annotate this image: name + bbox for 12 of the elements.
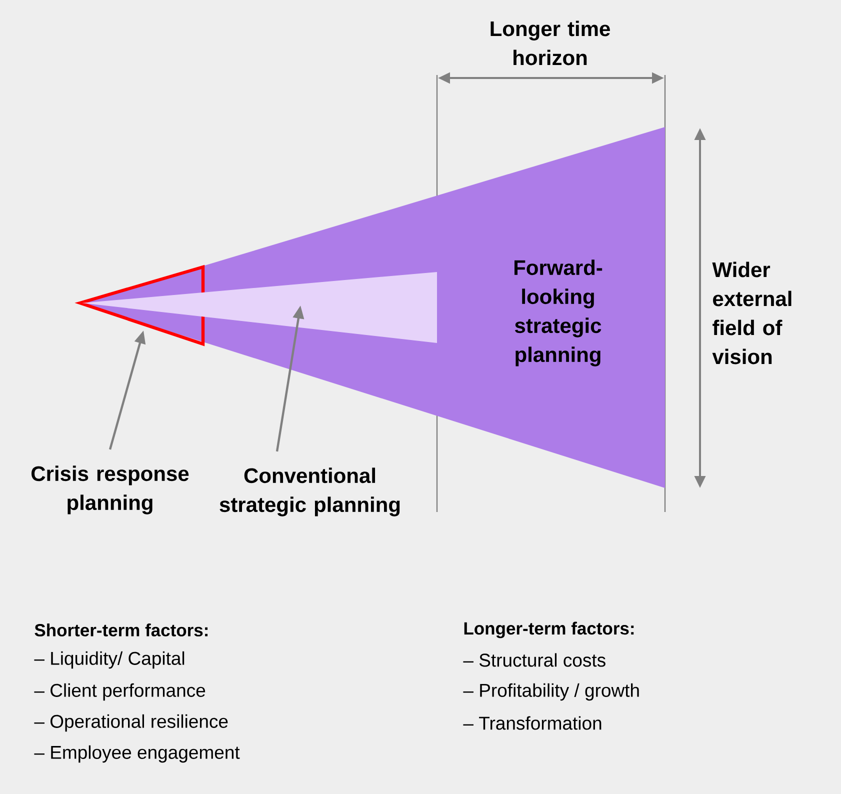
list-item: – Client performance — [34, 683, 206, 701]
dimension-label: Wider external field of vision — [712, 262, 792, 364]
dimension-label: Longer time horizon — [490, 20, 610, 66]
list-item: – Operational resilience — [34, 714, 228, 732]
planning-band — [82, 272, 437, 343]
list-item: – Liquidity/ Capital — [34, 651, 184, 669]
list-item: – Structural costs — [463, 653, 606, 667]
list-item: – Employee engagement — [34, 745, 240, 763]
list-heading: Shorter-term factors: — [34, 624, 208, 636]
list-item: – Transformation — [463, 716, 602, 730]
list-heading: Longer-term factors: — [464, 622, 634, 638]
list-item: – Profitability / growth — [463, 683, 639, 701]
